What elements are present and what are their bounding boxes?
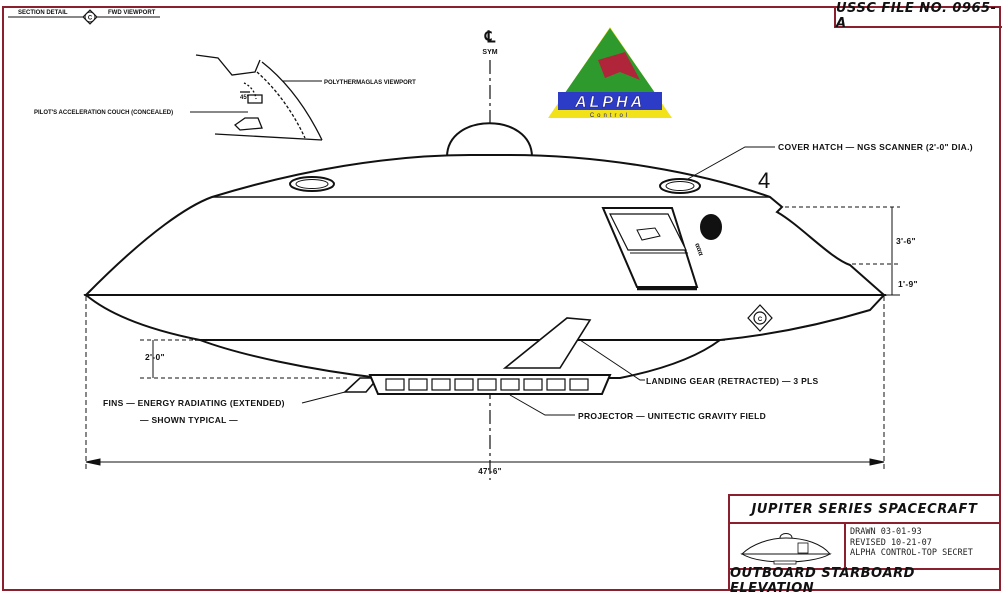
- classification: ALPHA CONTROL-TOP SECRET: [850, 548, 973, 558]
- hull-section-marker: C: [747, 304, 773, 332]
- drawing-frame: [2, 6, 1001, 591]
- cover-hatch-right-inner: [665, 181, 695, 191]
- angle-label: 45°: [240, 95, 250, 101]
- file-number: USSC FILE NO. 0965-A: [836, 1, 997, 31]
- file-number-box: USSC FILE NO. 0965-A: [834, 1, 1002, 31]
- door-marking: ααα: [693, 242, 704, 257]
- cover-hatch-callout: COVER HATCH — NGS SCANNER (2'-0" DIA.): [778, 142, 973, 152]
- title-notes: DRAWN 03-01-93 REVISED 10-21-07 ALPHA CO…: [846, 524, 999, 568]
- hull-section-letter: C: [758, 317, 763, 323]
- section-marker-circle: [84, 11, 96, 23]
- section-detail-header: SECTION DETAIL C FWD VIEWPORT: [8, 9, 160, 25]
- fwd-viewport-label: FWD VIEWPORT: [108, 10, 156, 16]
- lower-hull: [199, 339, 724, 379]
- projector-cells: [385, 378, 589, 391]
- door-handle: [636, 227, 661, 241]
- fins-callout: FINS — ENERGY RADIATING (EXTENDED): [103, 398, 285, 408]
- right-dimensions: [785, 206, 900, 296]
- floor-line: [214, 133, 323, 141]
- title-info-row: DRAWN 03-01-93 REVISED 10-21-07 ALPHA CO…: [730, 524, 999, 570]
- top-dome: [446, 122, 533, 158]
- centerline-symbol: ℄: [484, 29, 496, 46]
- cover-hatch-left-inner: [295, 179, 329, 189]
- fin-dimension: [140, 339, 350, 379]
- section-detail-label: SECTION DETAIL: [18, 10, 68, 16]
- couch-seat: [233, 117, 263, 131]
- shown-typical-callout: — SHOWN TYPICAL —: [140, 415, 238, 425]
- viewport-curve-outer: [261, 61, 323, 141]
- pilots-couch-label: PILOT'S ACCELERATION COUCH (CONCEALED): [34, 110, 173, 116]
- overall-width-dimension: [85, 296, 885, 470]
- couch-backrest: [247, 94, 263, 104]
- logo-name: ALPHA: [574, 94, 645, 111]
- viewport-curve-dashed: [256, 71, 306, 139]
- viewport-frame-upper: [195, 54, 261, 76]
- centerline-label: SYM: [482, 49, 497, 56]
- lower-height-dim: 1'-9": [898, 279, 918, 289]
- title-view: OUTBOARD STARBOARD ELEVATION: [730, 565, 915, 596]
- revised-date: REVISED 10-21-07: [850, 537, 932, 548]
- overall-width-dim: 47'-6": [478, 467, 502, 476]
- callout-leaders: [301, 146, 775, 416]
- title-block: JUPITER SERIES SPACECRAFT DRAWN 03-01-93…: [728, 494, 1001, 596]
- polythermaglas-label: POLYTHERMAGLAS VIEWPORT: [324, 80, 416, 86]
- landing-gear-strut: [502, 317, 592, 369]
- logo-blue-band: [558, 92, 662, 110]
- drawn-date: DRAWN 03-01-93: [850, 527, 922, 537]
- title-series: JUPITER SERIES SPACECRAFT: [730, 496, 999, 524]
- hull-number: 4: [758, 168, 770, 193]
- landing-gear-callout: LANDING GEAR (RETRACTED) — 3 PLS: [646, 376, 819, 386]
- logo-subtitle: Control: [590, 113, 630, 119]
- alpha-control-logo: ALPHA Control: [548, 27, 672, 119]
- thumbnail-drawing: [740, 533, 832, 565]
- porthole: [700, 214, 722, 240]
- cockpit-section-detail: [195, 54, 323, 141]
- spacecraft-thumbnail: [730, 524, 846, 568]
- upper-height-dim: 3'-6": [896, 236, 916, 246]
- section-marker-letter: C: [88, 16, 93, 22]
- angle-arc: [243, 82, 257, 100]
- spacecraft: [83, 122, 887, 395]
- projector-callout: PROJECTOR — UNITECTIC GRAVITY FIELD: [578, 411, 766, 421]
- logo-red-emblem: [598, 52, 640, 80]
- fin-height-dim: 2'-0": [145, 352, 165, 362]
